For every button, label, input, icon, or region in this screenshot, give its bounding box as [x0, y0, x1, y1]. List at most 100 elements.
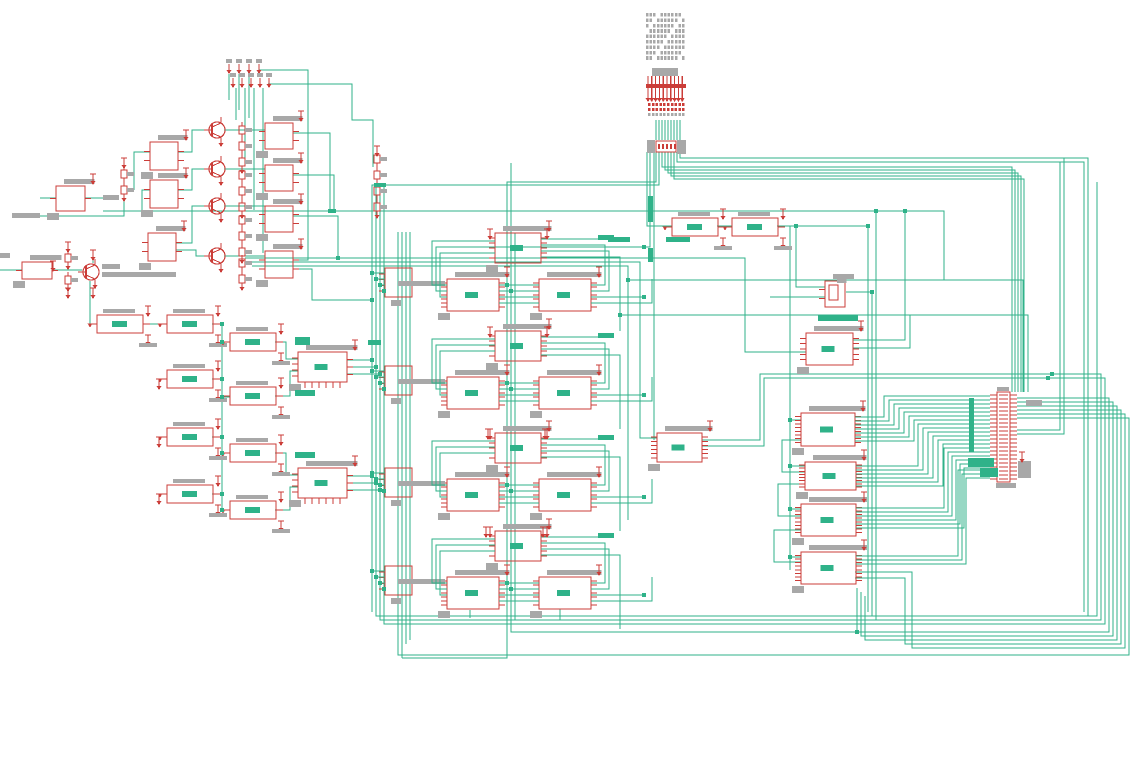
wire[interactable] — [375, 182, 1098, 617]
wire[interactable] — [431, 440, 495, 486]
component-ic[interactable] — [804, 461, 857, 491]
wire[interactable] — [133, 151, 150, 190]
wire[interactable] — [1017, 162, 1061, 431]
wire[interactable] — [620, 314, 1029, 392]
component-ic[interactable] — [55, 185, 86, 212]
wire[interactable] — [591, 479, 653, 504]
wire[interactable] — [795, 226, 825, 288]
wire[interactable] — [371, 152, 660, 612]
wire[interactable] — [383, 185, 1106, 625]
wire[interactable] — [541, 456, 621, 531]
wire[interactable] — [435, 246, 495, 292]
wire[interactable] — [628, 279, 1024, 392]
wire[interactable] — [176, 205, 204, 244]
component-resistor[interactable] — [238, 274, 246, 284]
wire[interactable] — [293, 132, 331, 211]
wire[interactable] — [855, 419, 990, 442]
wire[interactable] — [855, 411, 990, 434]
wire[interactable] — [673, 152, 1025, 392]
wire[interactable] — [541, 342, 606, 384]
component-ic[interactable] — [264, 205, 294, 233]
wire[interactable] — [435, 544, 495, 590]
wire[interactable] — [855, 407, 990, 430]
component-resistor[interactable] — [64, 253, 72, 263]
wire[interactable] — [856, 443, 990, 487]
component-ic[interactable] — [264, 122, 294, 150]
component-resistor[interactable] — [120, 185, 128, 195]
wire[interactable] — [853, 211, 906, 341]
component-resistor[interactable] — [238, 202, 246, 212]
wire[interactable] — [275, 341, 298, 360]
component-ic[interactable] — [264, 250, 294, 279]
wire[interactable] — [591, 279, 653, 304]
wire[interactable] — [245, 257, 806, 353]
wire[interactable] — [860, 401, 1114, 637]
wire[interactable] — [178, 168, 204, 191]
wire[interactable] — [781, 439, 805, 473]
wire[interactable] — [667, 152, 1019, 392]
component-resistor[interactable] — [373, 186, 381, 196]
wire[interactable] — [1017, 158, 1065, 435]
component-ic[interactable] — [828, 284, 839, 301]
wire[interactable] — [856, 473, 990, 561]
component-ic[interactable] — [147, 232, 177, 262]
wire[interactable] — [439, 550, 495, 596]
wire[interactable] — [856, 427, 990, 471]
component-ic[interactable] — [800, 551, 857, 585]
wire[interactable] — [178, 129, 204, 153]
wire[interactable] — [856, 469, 990, 557]
wire[interactable] — [402, 152, 657, 659]
wire[interactable] — [855, 403, 990, 426]
component-resistor[interactable] — [238, 247, 246, 257]
wire[interactable] — [856, 397, 1110, 633]
wire[interactable] — [864, 405, 1118, 641]
wire[interactable] — [435, 446, 495, 492]
wire[interactable] — [541, 548, 610, 590]
component-resistor[interactable] — [238, 157, 246, 167]
wire[interactable] — [855, 409, 1122, 645]
wire[interactable] — [248, 261, 657, 439]
wire[interactable] — [141, 189, 150, 212]
wire[interactable] — [676, 152, 1085, 612]
wire[interactable] — [510, 163, 857, 633]
wire[interactable] — [541, 348, 610, 390]
wire[interactable] — [293, 215, 339, 258]
wire[interactable] — [773, 529, 801, 563]
wire[interactable] — [664, 152, 1016, 392]
wire[interactable] — [541, 244, 606, 286]
wire[interactable] — [855, 415, 990, 438]
wire[interactable] — [591, 577, 653, 602]
wire[interactable] — [853, 315, 911, 349]
component-ic[interactable] — [149, 141, 179, 171]
wire[interactable] — [855, 399, 990, 422]
component-ic[interactable] — [656, 432, 703, 463]
wire[interactable] — [293, 174, 335, 211]
wire[interactable] — [275, 370, 298, 397]
wire[interactable] — [397, 232, 1130, 656]
wire[interactable] — [379, 185, 1102, 621]
component-resistor[interactable] — [373, 202, 381, 212]
wire[interactable] — [777, 483, 805, 517]
wire[interactable] — [439, 452, 495, 498]
component-ic[interactable] — [21, 261, 53, 280]
component-ic[interactable] — [149, 179, 179, 209]
wire[interactable] — [176, 249, 204, 257]
wire[interactable] — [252, 265, 629, 520]
component-resistor[interactable] — [64, 275, 72, 285]
wire[interactable] — [670, 152, 1022, 392]
wire[interactable] — [103, 210, 945, 280]
wire[interactable] — [541, 250, 610, 292]
wire[interactable] — [856, 423, 990, 467]
wire[interactable] — [856, 477, 990, 565]
wire[interactable] — [492, 152, 651, 248]
wire[interactable] — [856, 447, 990, 509]
wire[interactable] — [591, 377, 653, 402]
wire[interactable] — [856, 455, 990, 517]
wire[interactable] — [268, 83, 374, 167]
wire[interactable] — [856, 435, 990, 479]
component-resistor[interactable] — [120, 169, 128, 179]
component-resistor[interactable] — [373, 170, 381, 180]
wire[interactable] — [541, 554, 621, 629]
wire[interactable] — [541, 444, 606, 486]
wire[interactable] — [702, 377, 1048, 447]
